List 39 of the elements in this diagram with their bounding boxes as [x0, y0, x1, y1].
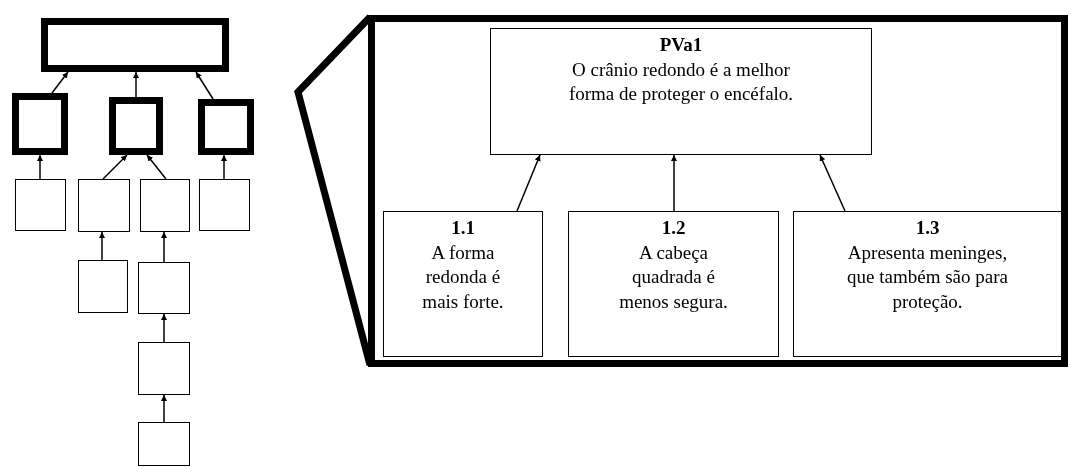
arrow — [819, 154, 846, 212]
box-heading: 1.3 — [915, 216, 940, 240]
zoom-frame — [368, 15, 1068, 367]
empty-box — [198, 99, 254, 155]
box-heading: PVa1 — [659, 33, 703, 57]
arrow — [102, 154, 128, 180]
argument-box — [383, 211, 543, 357]
empty-box — [41, 18, 229, 72]
empty-box — [78, 179, 130, 232]
empty-box — [140, 179, 190, 232]
box-text: Apresenta meninges, que também são para proteção. — [846, 240, 1009, 315]
arrow — [161, 231, 167, 263]
arrow — [671, 154, 677, 212]
argument-box — [490, 28, 872, 155]
box-heading: 1.1 — [451, 216, 475, 240]
empty-box — [109, 97, 163, 155]
empty-box — [138, 422, 190, 466]
empty-box — [78, 260, 128, 313]
arrow — [161, 313, 167, 343]
box-text: O crânio redondo é a melhor forma de proteger o encéfalo. — [567, 57, 795, 107]
box-heading: 1.2 — [661, 216, 686, 240]
empty-box — [12, 93, 68, 155]
argument-box — [568, 211, 779, 357]
arrow — [37, 154, 43, 180]
box-text: A forma redonda é mais forte. — [421, 240, 505, 315]
empty-box — [138, 342, 190, 395]
arrow — [516, 154, 541, 212]
empty-box — [199, 179, 250, 231]
empty-box — [138, 262, 190, 314]
arrow — [146, 154, 167, 180]
arrow — [221, 154, 227, 180]
arrow — [161, 394, 167, 423]
arrow — [133, 71, 139, 98]
arrow — [99, 231, 105, 261]
empty-box — [15, 179, 66, 231]
arrow — [195, 71, 214, 100]
argument-box — [793, 211, 1062, 357]
arrow — [51, 71, 69, 94]
box-text: A cabeça quadrada é menos segura. — [618, 240, 729, 315]
